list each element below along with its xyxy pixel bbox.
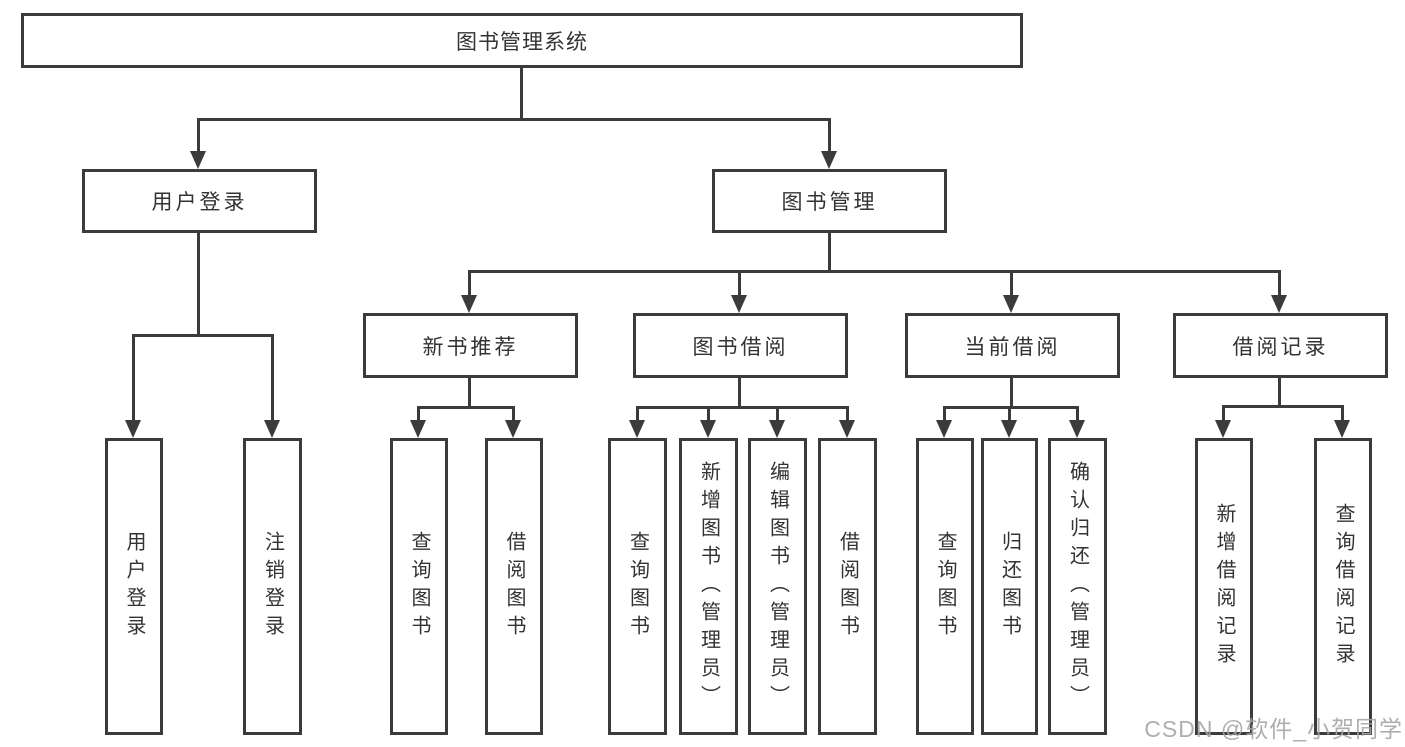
leaf-cb-return-books-label: 归还图书	[998, 530, 1021, 643]
connector-current-borrow-branch	[943, 406, 1079, 409]
connector-borrow-records-branch	[1222, 405, 1344, 408]
connector-level2-branch	[468, 270, 1281, 273]
arrow-to-nbr-borrow	[505, 408, 521, 438]
leaf-nbr-query-books: 查询图书	[390, 438, 448, 735]
arrow-to-br-query	[1334, 407, 1350, 438]
connector-root-trunk	[520, 68, 523, 120]
arrow-to-user-login	[190, 120, 206, 169]
node-current-borrow: 当前借阅	[905, 313, 1120, 378]
leaf-user-login: 用户登录	[105, 438, 163, 735]
node-book-borrow-label: 图书借阅	[692, 335, 789, 359]
connector-new-book-rec-branch	[417, 406, 515, 409]
leaf-br-query-record: 查询借阅记录	[1314, 438, 1372, 735]
leaf-bb-add-books-label: 新增图书（管理员）	[697, 460, 720, 713]
leaf-cb-query-books: 查询图书	[916, 438, 974, 735]
leaf-br-add-record: 新增借阅记录	[1195, 438, 1253, 735]
arrow-to-nbr-query	[410, 408, 426, 438]
node-root-label: 图书管理系统	[456, 30, 588, 54]
arrow-to-cb-confirm	[1069, 408, 1085, 438]
node-borrow-records-label: 借阅记录	[1232, 335, 1329, 359]
arrow-to-book-management	[821, 120, 837, 169]
leaf-nbr-query-books-label: 查询图书	[408, 530, 430, 643]
node-user-login-label: 用户登录	[151, 191, 248, 214]
connector-user-login-trunk	[197, 233, 200, 337]
leaf-bb-edit-books-label: 编辑图书（管理员）	[766, 460, 789, 713]
leaf-bb-query-books: 查询图书	[608, 438, 667, 735]
connector-borrow-records-trunk	[1278, 377, 1281, 408]
leaf-bb-borrow-books-label: 借阅图书	[836, 530, 859, 643]
arrow-to-br-add	[1215, 407, 1231, 438]
arrow-to-bb-query	[629, 408, 645, 438]
leaf-br-add-record-label: 新增借阅记录	[1213, 502, 1235, 671]
leaf-nbr-borrow-books-label: 借阅图书	[503, 530, 525, 643]
connector-book-borrow-trunk	[738, 378, 741, 409]
node-current-borrow-label: 当前借阅	[964, 335, 1061, 359]
connector-book-management-trunk	[828, 233, 831, 273]
connector-user-login-branch	[132, 334, 274, 337]
csdn-watermark: CSDN @软件_小贺同学	[1144, 716, 1403, 742]
arrow-to-borrow-records	[1271, 272, 1287, 313]
arrow-to-bb-edit	[769, 408, 785, 438]
leaf-logout: 注销登录	[243, 438, 302, 735]
arrow-to-book-borrow	[731, 272, 747, 313]
connector-new-book-rec-trunk	[468, 378, 471, 409]
leaf-bb-add-books: 新增图书（管理员）	[679, 438, 738, 735]
arrow-to-bb-borrow	[839, 408, 855, 438]
leaf-cb-query-books-label: 查询图书	[934, 530, 956, 643]
connector-book-borrow-branch	[636, 406, 849, 409]
node-new-book-rec-label: 新书推荐	[422, 335, 519, 359]
node-user-login: 用户登录	[82, 169, 317, 233]
arrow-to-cb-query	[936, 408, 952, 438]
leaf-cb-confirm-return-label: 确认归还（管理员）	[1066, 460, 1089, 713]
arrow-to-current-borrow	[1003, 272, 1019, 313]
arrow-to-cb-return	[1001, 408, 1017, 438]
node-book-management-label: 图书管理	[781, 191, 878, 214]
arrow-to-leaf-user-login	[125, 336, 141, 438]
leaf-cb-confirm-return: 确认归还（管理员）	[1048, 438, 1107, 735]
leaf-bb-query-books-label: 查询图书	[626, 530, 649, 643]
connector-level1-branch	[197, 118, 831, 121]
leaf-nbr-borrow-books: 借阅图书	[485, 438, 543, 735]
leaf-user-login-label: 用户登录	[123, 530, 145, 643]
node-book-management: 图书管理	[712, 169, 947, 233]
node-new-book-rec: 新书推荐	[363, 313, 578, 378]
arrow-to-new-book-rec	[461, 272, 477, 313]
leaf-bb-edit-books: 编辑图书（管理员）	[748, 438, 807, 735]
connector-current-borrow-trunk	[1010, 378, 1013, 409]
leaf-bb-borrow-books: 借阅图书	[818, 438, 877, 735]
arrow-to-leaf-logout	[264, 336, 280, 438]
node-borrow-records: 借阅记录	[1173, 313, 1388, 378]
node-root: 图书管理系统	[21, 13, 1023, 68]
leaf-br-query-record-label: 查询借阅记录	[1332, 502, 1354, 671]
arrow-to-bb-add	[700, 408, 716, 438]
leaf-cb-return-books: 归还图书	[981, 438, 1038, 735]
node-book-borrow: 图书借阅	[633, 313, 848, 378]
leaf-logout-label: 注销登录	[261, 530, 284, 643]
